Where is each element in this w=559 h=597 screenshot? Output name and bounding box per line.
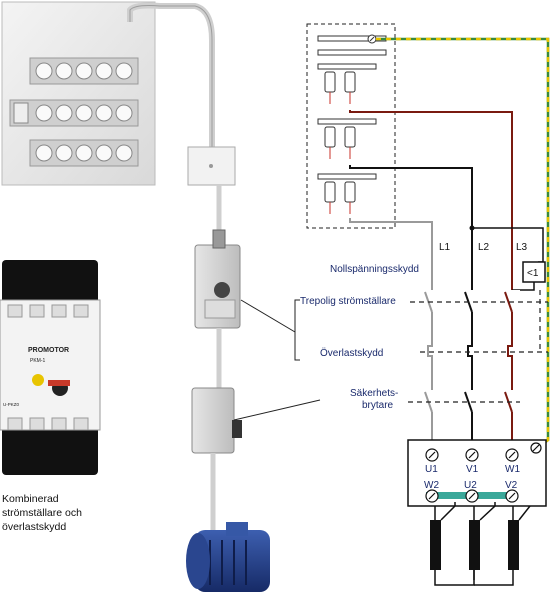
- terminal-w1: W1: [505, 464, 520, 475]
- fuse-group-1: [317, 63, 377, 104]
- starter-brand: PROMOTOR: [28, 347, 69, 354]
- phase-label-l3: L3: [516, 242, 528, 253]
- motor-starter-photo: PROMOTOR PKM-1 U-PKZ0: [0, 260, 101, 475]
- label-sakerhet-line1: Säkerhets-: [350, 388, 398, 399]
- combined-label-line1: Kombinerad: [2, 493, 59, 505]
- fuse-group-2: [317, 118, 377, 159]
- starter-small-text: U-PKZ0: [3, 402, 20, 407]
- terminal-v2: V2: [505, 480, 518, 491]
- terminal-w2: W2: [424, 480, 439, 491]
- motor-photo: [186, 522, 270, 592]
- three-pole-switch-contacts: [410, 291, 548, 313]
- label-overlastskydd: Överlastskydd: [320, 347, 383, 359]
- fuse-row-3: [29, 139, 139, 167]
- starter-model: PKM-1: [30, 358, 46, 364]
- wire-l2: [349, 165, 473, 455]
- relay-label: <1: [527, 268, 539, 279]
- wire-l1: [349, 218, 433, 455]
- pointer-lines: [233, 299, 321, 421]
- fuse-row-2: [9, 99, 139, 127]
- label-nollspanningsskydd: Nollspänningsskydd: [330, 264, 419, 275]
- undervoltage-relay: <1: [469, 225, 546, 291]
- terminal-u1: U1: [425, 464, 438, 475]
- phase-label-l2: L2: [478, 242, 490, 253]
- combined-label-line3: överlastskydd: [2, 521, 66, 533]
- safety-switch-photo: [191, 387, 242, 454]
- fuse-row-1: [29, 57, 139, 85]
- three-pole-switch-photo: [194, 229, 241, 329]
- terminal-v1: V1: [466, 464, 479, 475]
- label-sakerhet-line2: brytare: [362, 400, 394, 411]
- overload-contacts: [420, 290, 548, 366]
- fuse-box-schematic: [306, 23, 396, 229]
- junction-box: [187, 146, 236, 186]
- label-trepolig: Trepolig strömställare: [300, 296, 396, 307]
- wire-l3: [349, 110, 513, 455]
- fuse-group-3: [317, 173, 377, 214]
- fuse-panel: [1, 1, 156, 186]
- motor-terminal-box: U1 V1 W1 W2 U2 V2: [407, 439, 547, 507]
- safety-switch-contacts: [408, 391, 520, 413]
- motor-windings: [430, 502, 531, 586]
- phase-label-l1: L1: [439, 242, 451, 253]
- terminal-u2: U2: [464, 480, 477, 491]
- combined-label-line2: strömställare och: [2, 507, 82, 519]
